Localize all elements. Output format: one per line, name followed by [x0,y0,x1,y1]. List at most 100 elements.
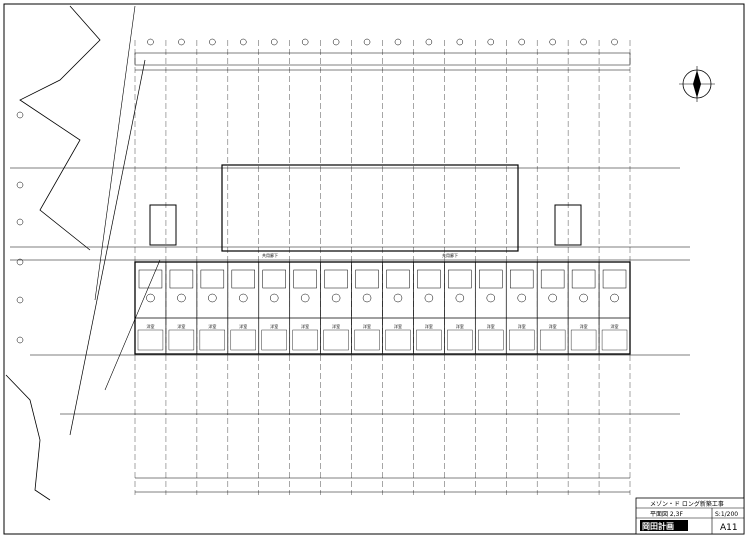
bathroom-fixture [386,269,410,289]
sheet-number: A11 [720,523,738,533]
grid-bubble [518,38,525,46]
toilet-fixture [269,293,279,303]
grid-lines [134,40,631,495]
room-outline [323,329,349,351]
toilet-fixture [579,293,588,303]
room-label: 洋室 [549,323,557,329]
grid-bubble [363,38,371,46]
scale-text: S:1/200 [715,511,738,518]
grid-bubbles [16,38,618,344]
room-outline [478,329,504,351]
room-outline [385,329,411,351]
grid-bubble [16,218,24,226]
grid-bubble [16,258,24,266]
room-label: 洋室 [301,323,309,329]
room-outline [261,329,287,351]
grid-bubble [487,38,495,46]
room-label: 洋室 [611,323,619,329]
grid-bubble [580,38,587,46]
room-label: 洋室 [177,323,185,329]
toilet-fixture [300,293,310,303]
toilet-fixture [362,293,372,303]
room-outline [199,329,226,351]
bathroom-fixture [138,269,163,289]
toilet-fixture [486,293,496,303]
grid-bubble [425,38,433,46]
site-boundary-line [69,59,146,436]
room-outline [292,329,318,351]
grid-bubble [16,181,24,189]
toilet-fixture [208,293,217,303]
stair-left [149,204,177,246]
room-label: 洋室 [363,323,371,329]
site-boundary-line [5,374,51,501]
grid-bubble [611,38,618,46]
bathroom-fixture [540,269,565,289]
room-label: 洋室 [425,323,433,329]
site-boundary-line [94,5,136,301]
grid-bubble [394,38,402,46]
room-outline [354,329,380,351]
grid-bubble [270,38,278,46]
toilet-fixture [146,293,155,303]
bathroom-fixture [169,269,194,289]
grid-bubble [178,38,185,46]
title-block: メゾン・ド ロング新築工事 平面図 2,3F S:1/200 岡田計画 A11 [635,497,745,535]
bathroom-fixture [479,269,503,289]
room-label: 洋室 [456,323,464,329]
north-arrow-icon [679,66,715,102]
bathroom-fixture [417,269,441,289]
bathroom-fixture [293,269,317,289]
bathroom-fixture [571,269,596,289]
bathroom-fixture [231,269,255,289]
site-boundary-line [104,259,161,391]
room-label: 洋室 [518,323,526,329]
grid-bubble [16,336,24,344]
building-upper-block [221,164,519,252]
bathroom-fixture [200,269,225,289]
toilet-fixture [517,293,526,303]
corridor-label: 共用廊下 [262,252,278,258]
room-label: 洋室 [146,323,154,329]
bathroom-fixture [355,269,379,289]
toilet-fixture [610,293,619,303]
drawing-name: 平面図 2,3F [650,511,683,518]
toilet-fixture [424,293,434,303]
room-outline [168,329,195,351]
room-label: 洋室 [270,323,278,329]
grid-bubble [549,38,556,46]
grid-bubble [332,38,340,46]
room-outline [570,329,597,351]
room-outline [539,329,566,351]
project-name: メゾン・ド ロング新築工事 [650,500,724,508]
room-label: 洋室 [332,323,340,329]
grid-bubble [16,111,24,119]
company-logo [640,520,688,531]
room-label: 洋室 [487,323,495,329]
room-outline [137,329,164,351]
toilet-fixture [177,293,186,303]
bathroom-fixture [262,269,286,289]
sheet-border [3,3,745,535]
room-label: 洋室 [394,323,402,329]
toilet-fixture [331,293,341,303]
room-outline [230,329,256,351]
bathroom-fixture [324,269,348,289]
bathroom-fixture [602,269,627,289]
toilet-fixture [548,293,557,303]
grid-bubble [456,38,464,46]
room-outline [601,329,628,351]
room-label: 洋室 [208,323,216,329]
bathroom-fixture [448,269,472,289]
room-label: 洋室 [580,323,588,329]
grid-bubble [301,38,309,46]
grid-bubble [240,38,247,46]
toilet-fixture [239,293,248,303]
corridor-label: 共用廊下 [442,252,458,258]
fixtures [137,269,628,351]
room-label: 洋室 [239,323,247,329]
grid-bubble [209,38,216,46]
toilet-fixture [393,293,403,303]
room-outline [509,329,535,351]
